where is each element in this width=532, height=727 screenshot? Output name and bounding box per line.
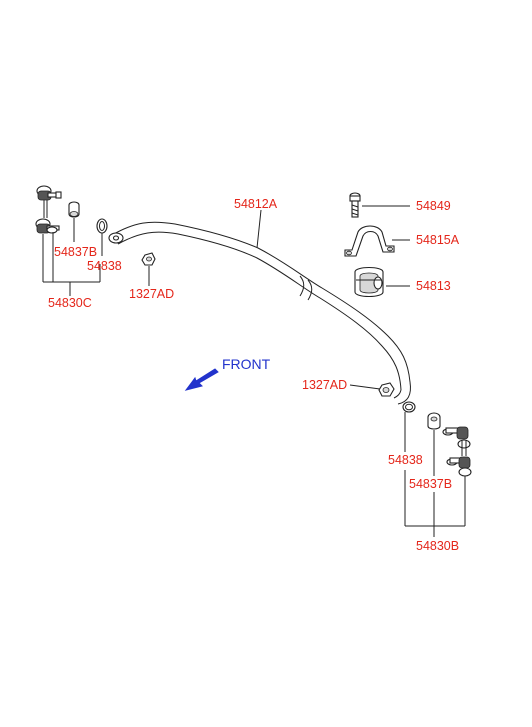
label-stabilizer-bar: 54812A bbox=[234, 197, 278, 211]
right-link-ball-joint-upper[interactable] bbox=[442, 426, 471, 456]
front-label: FRONT bbox=[222, 356, 271, 372]
label-left-link-assy: 54830C bbox=[48, 296, 92, 310]
bushing[interactable] bbox=[354, 266, 384, 298]
label-left-washer: 54838 bbox=[87, 259, 122, 273]
label-bolt: 54849 bbox=[416, 199, 451, 213]
left-link-washer[interactable] bbox=[96, 218, 108, 234]
right-link-washer[interactable] bbox=[402, 401, 416, 413]
left-link-ball-joint-lower[interactable] bbox=[35, 218, 60, 234]
bracket[interactable] bbox=[344, 225, 395, 257]
label-bushing: 54813 bbox=[416, 279, 451, 293]
nut-left[interactable] bbox=[141, 252, 156, 266]
label-right-ball-joint: 54837B bbox=[409, 477, 452, 491]
label-right-washer: 54838 bbox=[388, 453, 423, 467]
left-link-ball-joint-upper[interactable] bbox=[36, 185, 62, 218]
label-bracket: 54815A bbox=[416, 233, 460, 247]
label-left-ball-joint: 54837B bbox=[54, 245, 97, 259]
leader-nut-right bbox=[349, 384, 381, 390]
bolt[interactable] bbox=[349, 192, 361, 218]
leader-stabilizer-bar bbox=[256, 209, 262, 249]
right-link-ball-joint-lower[interactable] bbox=[446, 456, 472, 477]
nut-right[interactable] bbox=[378, 382, 395, 397]
front-direction-arrow-icon bbox=[184, 368, 219, 391]
stabilizer-bar[interactable] bbox=[108, 221, 411, 405]
label-right-link-assy: 54830B bbox=[416, 539, 459, 553]
right-link-ball-joint-part[interactable] bbox=[427, 412, 441, 430]
label-nut-left: 1327AD bbox=[129, 287, 174, 301]
label-nut-right: 1327AD bbox=[302, 378, 347, 392]
left-link-ball-joint-part[interactable] bbox=[68, 201, 80, 218]
